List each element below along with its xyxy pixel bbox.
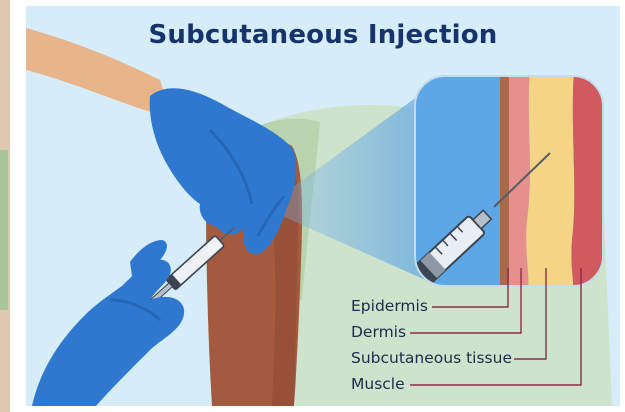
label-subcutaneous-tissue: Subcutaneous tissue xyxy=(351,349,512,367)
dermis-layer xyxy=(509,70,530,290)
skin-layer-cross-section xyxy=(407,70,610,290)
label-dermis: Dermis xyxy=(351,323,406,341)
label-muscle: Muscle xyxy=(351,375,405,393)
left-edge-shadow xyxy=(0,150,8,310)
epidermis-layer xyxy=(500,70,510,290)
subcutaneous-layer xyxy=(526,70,574,290)
label-epidermis: Epidermis xyxy=(351,297,428,315)
diagram-title: Subcutaneous Injection xyxy=(26,20,620,50)
